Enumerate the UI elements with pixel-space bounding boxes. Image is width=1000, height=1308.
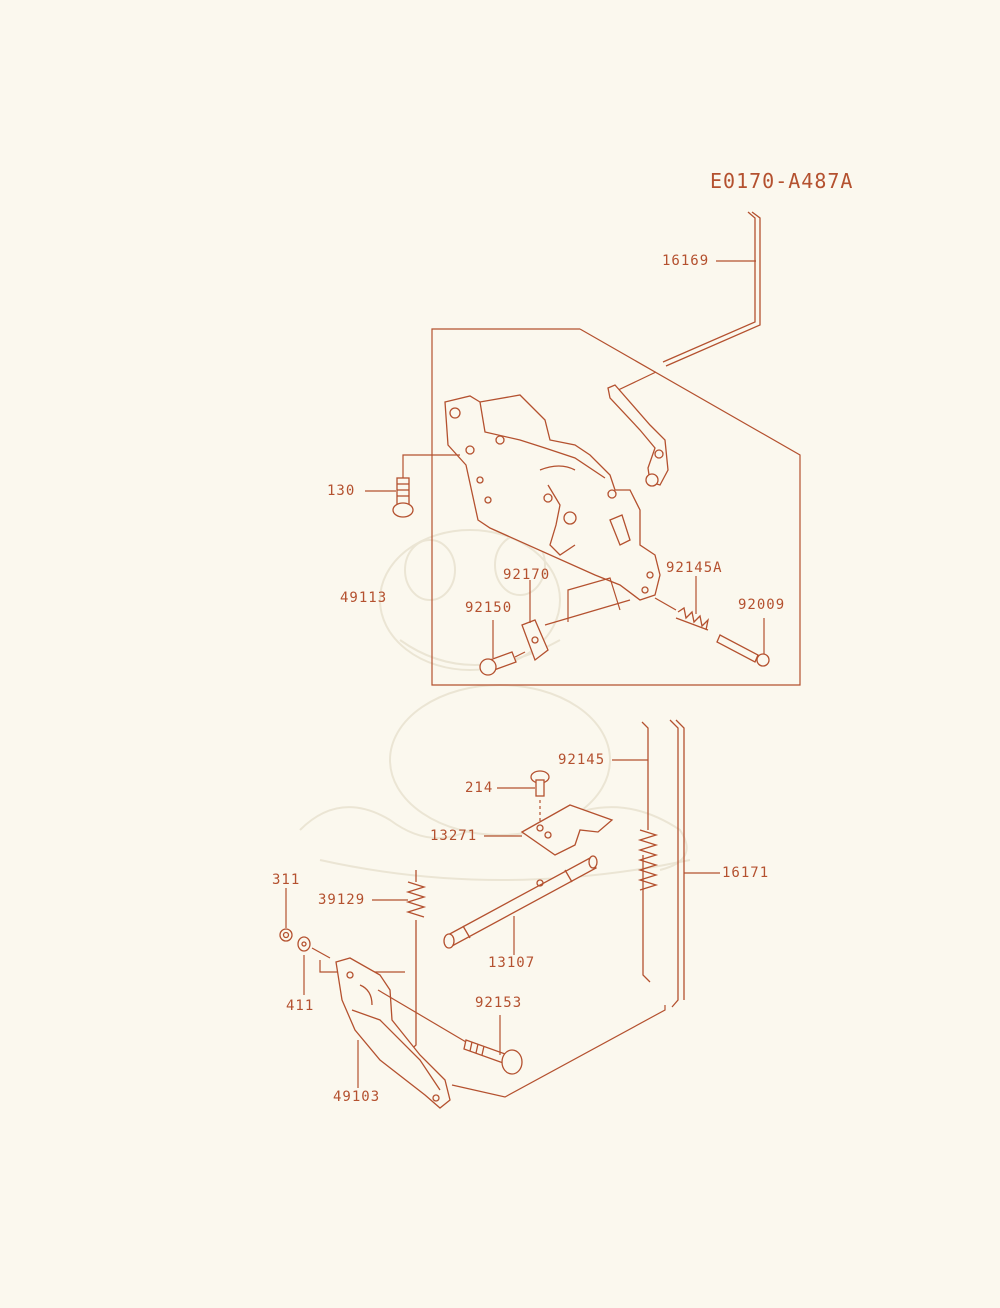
watermark-logo xyxy=(299,529,691,881)
part-label-411[interactable]: 411 xyxy=(286,998,315,1014)
part-label-92145[interactable]: 92145 xyxy=(558,752,606,768)
part-13107-shaft xyxy=(443,855,598,955)
upper-lever-arm xyxy=(607,384,669,487)
part-130-bolt xyxy=(365,454,460,518)
part-label-214[interactable]: 214 xyxy=(465,780,494,796)
part-92150-bolt xyxy=(479,620,526,676)
part-label-92145A[interactable]: 92145A xyxy=(666,560,723,576)
part-92145-spring xyxy=(612,721,659,983)
upper-assembly-frame xyxy=(431,328,801,686)
part-label-92153[interactable]: 92153 xyxy=(475,995,523,1011)
part-label-92150[interactable]: 92150 xyxy=(465,600,513,616)
part-92170-clip xyxy=(521,577,631,662)
part-label-92170[interactable]: 92170 xyxy=(503,567,551,583)
part-92153-pin xyxy=(377,989,523,1075)
part-label-130[interactable]: 130 xyxy=(327,483,356,499)
part-label-16171[interactable]: 16171 xyxy=(722,865,770,881)
part-label-49103[interactable]: 49103 xyxy=(333,1089,381,1105)
part-214-screw xyxy=(497,770,550,825)
part-92145A-spring xyxy=(654,576,710,631)
part-92009-screw xyxy=(716,618,770,667)
part-49113-panel xyxy=(444,394,661,601)
part-311-nut xyxy=(279,888,293,942)
lower-assembly-frame xyxy=(319,960,666,1098)
part-label-92009[interactable]: 92009 xyxy=(738,597,786,613)
part-label-13107[interactable]: 13107 xyxy=(488,955,536,971)
part-label-13271[interactable]: 13271 xyxy=(430,828,478,844)
part-411-washer xyxy=(297,936,331,995)
part-16171-rod xyxy=(669,719,720,1008)
diagram-code: E0170-A487A xyxy=(710,169,854,193)
part-label-49113[interactable]: 49113 xyxy=(340,590,388,606)
part-label-39129[interactable]: 39129 xyxy=(318,892,366,908)
part-16169-rod xyxy=(613,211,761,393)
part-49103-lever xyxy=(335,957,451,1109)
part-label-311[interactable]: 311 xyxy=(272,872,301,888)
part-label-16169[interactable]: 16169 xyxy=(662,253,710,269)
part-13271-plate xyxy=(484,804,614,856)
